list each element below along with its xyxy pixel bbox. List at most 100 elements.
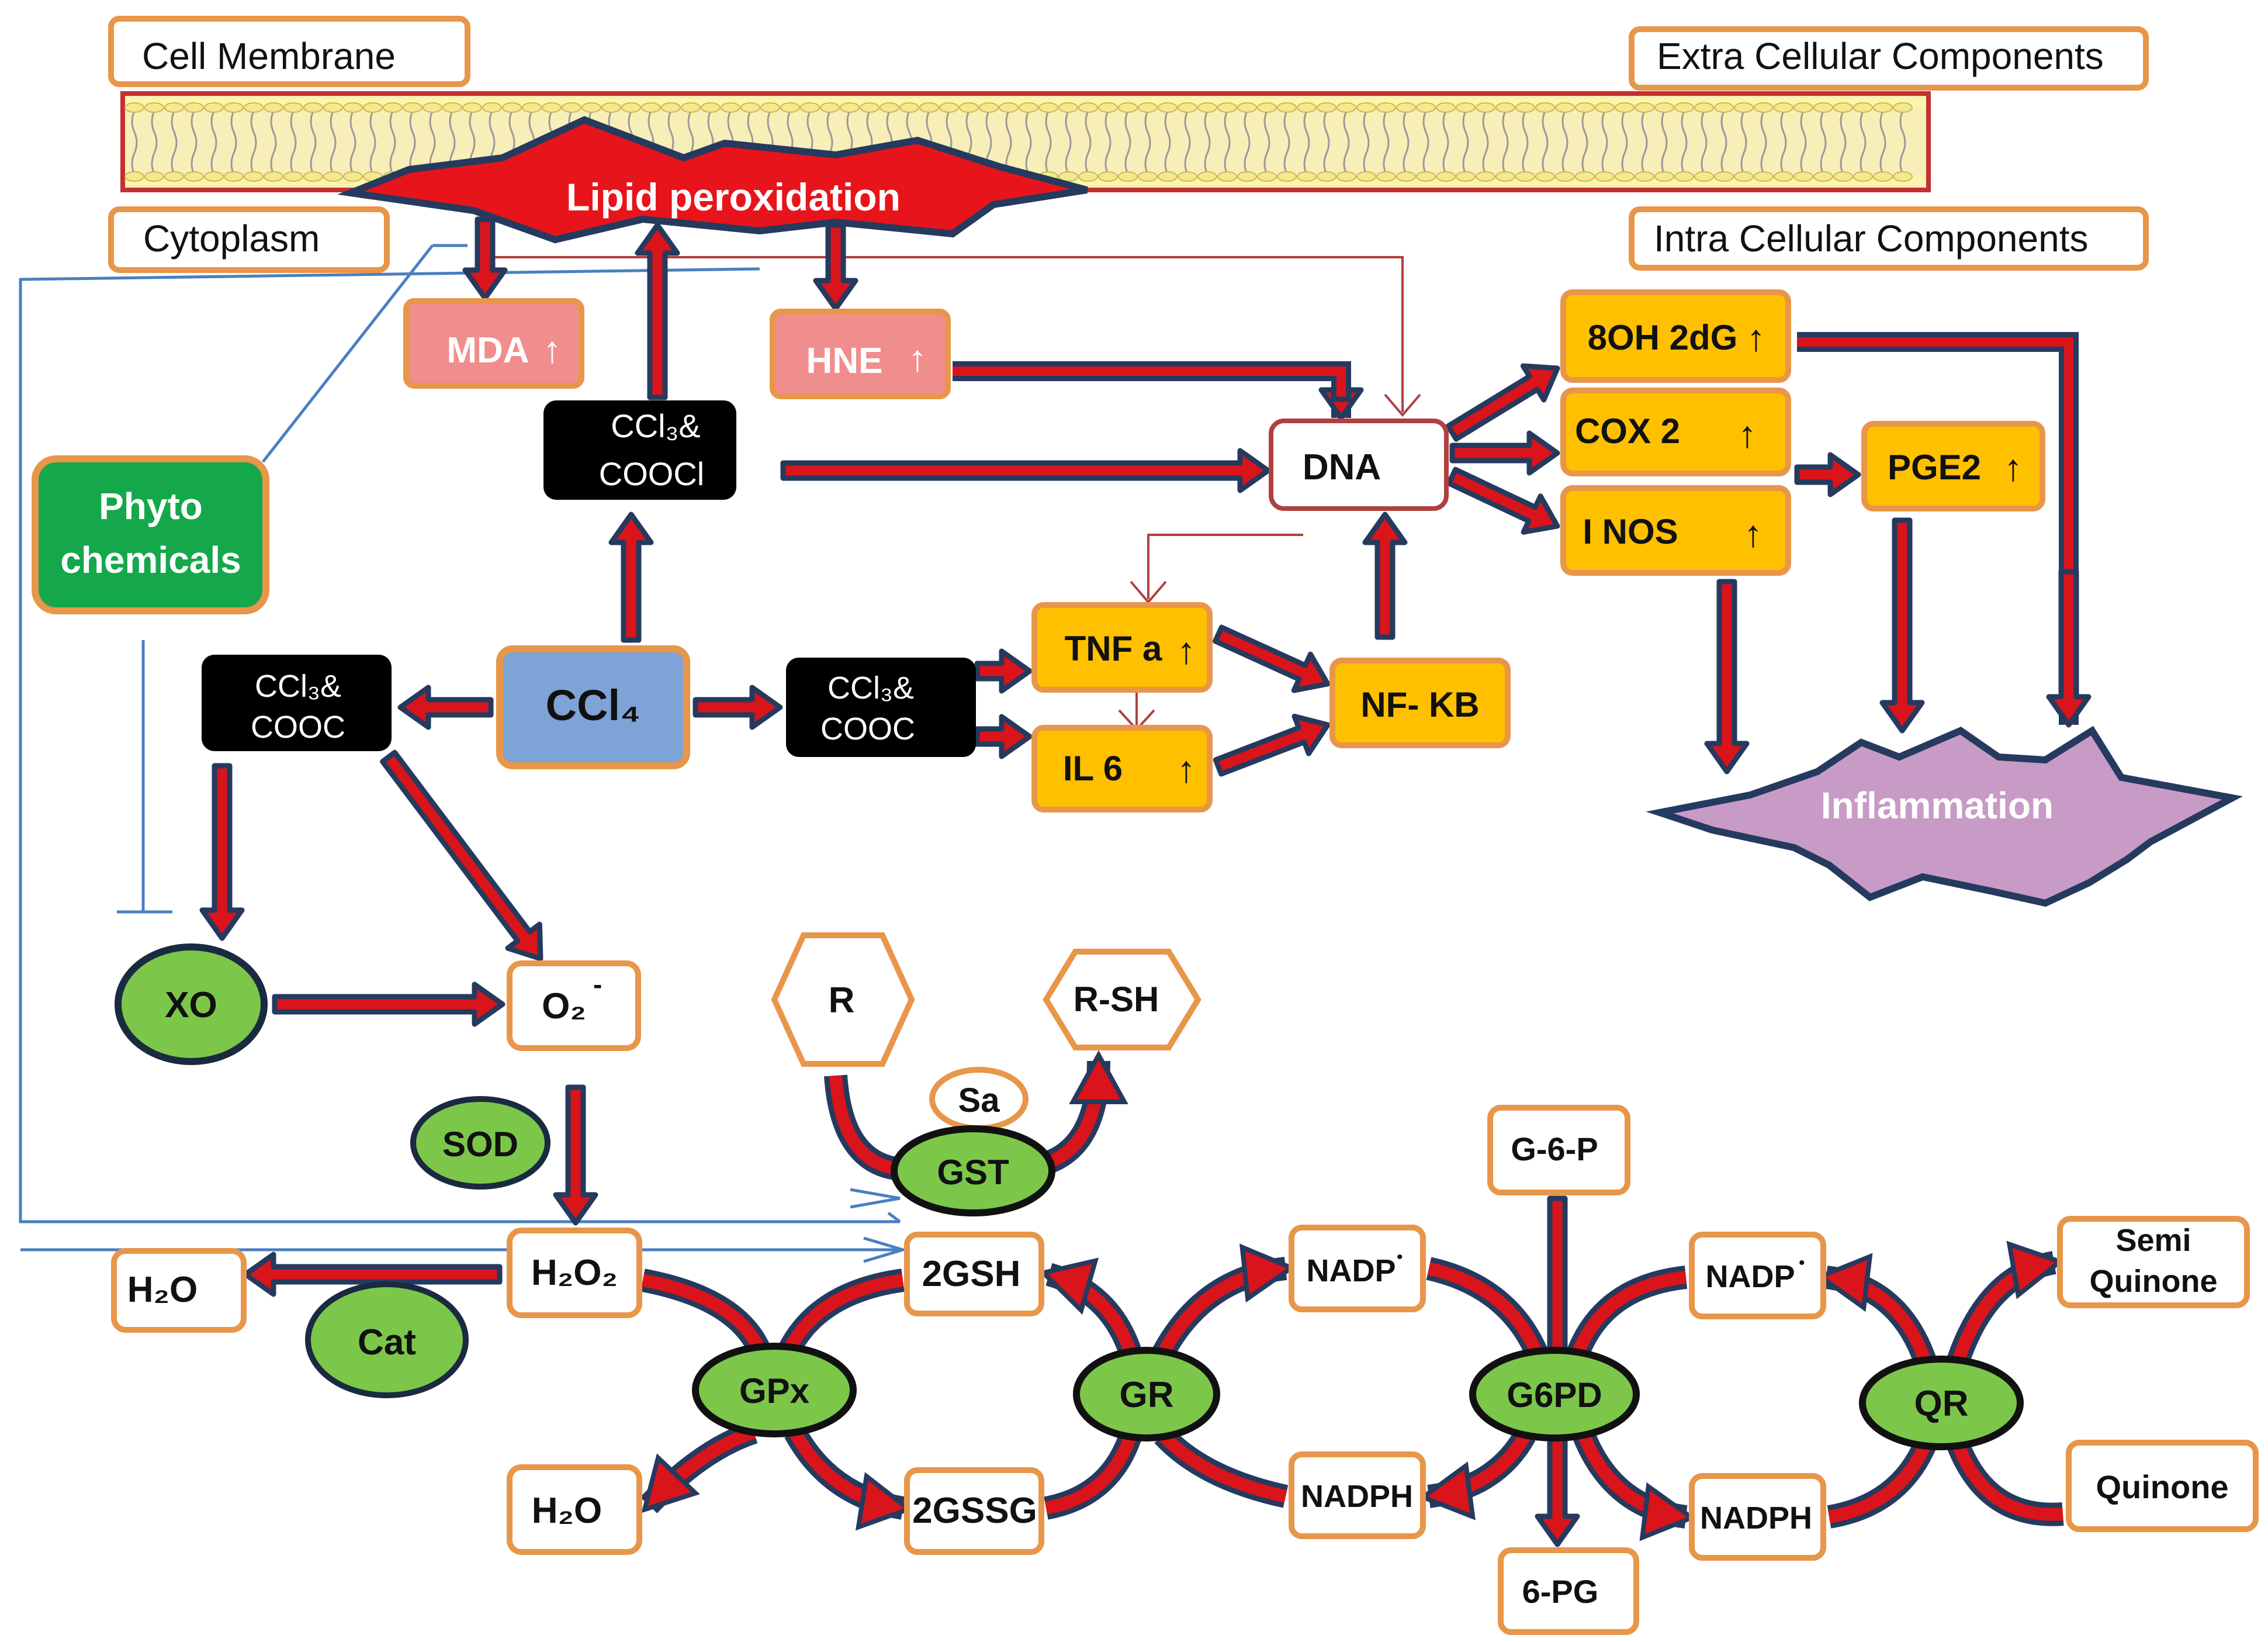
enzyme-cycle-arrows (640, 1050, 2065, 1541)
sod-node: SOD (410, 1096, 550, 1190)
lipid-tail (1800, 110, 1807, 175)
lipid-head (303, 171, 323, 182)
lipid-head (124, 102, 144, 113)
curve-nadp1-into-g6pd-outline (1426, 1257, 1548, 1358)
pge2-up-arrow: ↑ (2004, 447, 2023, 489)
il6-node: IL 6 ↑ (1031, 725, 1213, 813)
arrow-h2o2-to-h2o (243, 1252, 503, 1297)
lipid-head (939, 102, 959, 113)
lipid-head (522, 102, 542, 113)
ccl4-node: CCl₄ (496, 645, 690, 769)
ccl3-left-label-line2: COOC (251, 710, 345, 745)
lipid-head (959, 102, 979, 113)
pathway-arrows (199, 216, 2092, 1547)
lipid-tail (1442, 110, 1449, 175)
curve-gr-to-nadp1-head (1239, 1243, 1297, 1303)
lipid-head (1615, 102, 1635, 113)
catalase-node: Cat (305, 1281, 469, 1398)
lipid-tail (1840, 110, 1847, 175)
lipid-head (1635, 102, 1654, 113)
lipid-head (1456, 102, 1476, 113)
curve-nadp2-into-g6pd-core (1571, 1271, 1687, 1356)
curve-quinone-into-qr-core (1951, 1441, 2063, 1521)
nadph-2-label: NADPH (1700, 1501, 1812, 1536)
il6-label: IL 6 (1063, 749, 1123, 788)
lipid-head (1178, 171, 1197, 182)
lipid-head (919, 102, 939, 113)
lipid-head (1356, 171, 1376, 182)
lipid-head (224, 171, 244, 182)
tnf-node: TNF a ↑ (1031, 602, 1213, 693)
lipid-head (323, 171, 343, 182)
tnf-label: TNF a (1065, 629, 1162, 668)
lipid-tail (1164, 110, 1171, 175)
qr-node: QR (1859, 1356, 2024, 1450)
lipid-tail (1780, 110, 1787, 175)
xo-label: XO (165, 985, 217, 1025)
lipid-head (1535, 102, 1555, 113)
gst-label: GST (937, 1153, 1009, 1192)
lipid-head (1714, 102, 1734, 113)
inos-node: I NOS ↑ (1560, 485, 1791, 576)
lipid-head (1575, 171, 1595, 182)
lipid-head (1237, 171, 1257, 182)
lipid-head (1793, 171, 1813, 182)
lipid-head (641, 102, 661, 113)
lipid-tail (171, 110, 178, 175)
h2o-left-label: H₂O (127, 1270, 198, 1310)
8ohdg-up-arrow: ↑ (1747, 317, 1765, 359)
arrow-inos-to-inflammation (1704, 579, 1750, 775)
lipid-tail (1184, 110, 1191, 175)
lipid-tail (330, 110, 337, 175)
lipid-head (840, 102, 860, 113)
lipid-head (1635, 171, 1654, 182)
nadph-2-node: NADPH (1689, 1473, 1826, 1561)
lipid-tail (191, 110, 198, 175)
arrow-dna-to-inos (1446, 466, 1560, 535)
cox2-label: COX 2 (1575, 412, 1680, 451)
lipid-head (760, 102, 780, 113)
curve-nadph1-into-gr-core (1158, 1430, 1287, 1503)
lipid-head (899, 102, 919, 113)
lipid-head (244, 171, 264, 182)
lipid-head (1674, 102, 1694, 113)
lipid-tail (1263, 110, 1270, 175)
lipid-head (1356, 102, 1376, 113)
lipid-tail (131, 110, 138, 175)
lipid-head (1674, 171, 1694, 182)
lipid-head (1813, 171, 1833, 182)
lipid-head (701, 102, 721, 113)
lipid-head (1416, 171, 1436, 182)
curve-qr-to-nadp2-head (1815, 1253, 1873, 1312)
arrow-tnf-to-nfkb (1213, 624, 1331, 693)
lipid-head (1257, 102, 1277, 113)
lipid-head (502, 102, 522, 113)
pge2-label: PGE2 (1888, 448, 1981, 487)
lipid-tail (1244, 110, 1251, 175)
lipid-head (1575, 102, 1595, 113)
lipid-head (1793, 102, 1813, 113)
gssg-node: 2GSSG (904, 1467, 1044, 1555)
lipid-head (1058, 102, 1078, 113)
lipid-head (1297, 171, 1317, 182)
lipid-tail (1363, 110, 1370, 175)
extra-cellular-label: Extra Cellular Components (1657, 35, 2104, 77)
inflammation-label: Inflammation (1821, 784, 2054, 827)
arrow-ccl3-to-dna (780, 448, 1271, 493)
lipid-head (1118, 171, 1138, 182)
lipid-tail (230, 110, 237, 175)
ccl4-label: CCl₄ (546, 681, 641, 730)
lipid-head (1535, 171, 1555, 182)
lipid-head (1336, 171, 1356, 182)
lipid-head (1396, 102, 1416, 113)
curve-gssg-into-gr-core (1044, 1433, 1137, 1515)
lipid-head (323, 102, 343, 113)
lipid-head (740, 102, 760, 113)
arrow-ccl4-to-ccl3-left (397, 685, 494, 730)
lipid-tail (1303, 110, 1310, 175)
lipid-head (1416, 102, 1436, 113)
lipid-head (1277, 171, 1297, 182)
lipid-head (403, 102, 423, 113)
curve-g6pd-to-nadph1-head (1418, 1461, 1476, 1520)
lipid-head (1893, 171, 1913, 182)
